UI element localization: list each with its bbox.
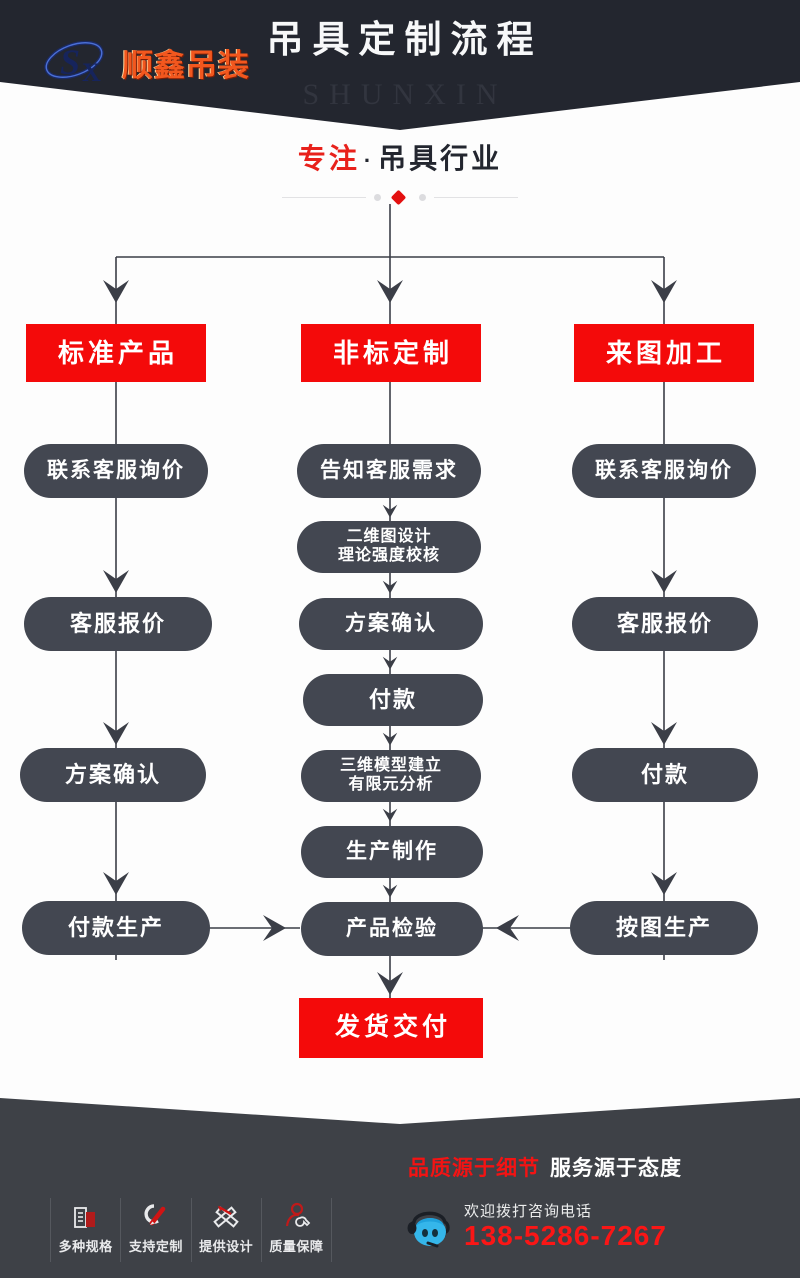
step-drawing-3[interactable]: 付款 <box>572 748 758 802</box>
step-standard-4[interactable]: 付款生产 <box>22 901 210 955</box>
feature-item-quality[interactable]: 质量保障 <box>262 1198 332 1262</box>
footer-slogan-red: 品质源于细节 <box>408 1157 540 1180</box>
feature-label-specs: 多种规格 <box>58 1239 113 1254</box>
headset-support-icon <box>404 1202 456 1254</box>
slogan-highlight: 专注 <box>297 143 360 174</box>
main-slogan: 专注·吊具行业 <box>0 142 800 178</box>
gear-pencil-icon <box>141 1198 171 1234</box>
step-standard-3[interactable]: 方案确认 <box>20 748 206 802</box>
divider-line-left <box>282 197 366 198</box>
step-custom-2[interactable]: 二维图设计 理论强度校核 <box>297 521 481 573</box>
final-delivery-node[interactable]: 发货交付 <box>299 998 483 1058</box>
feature-item-custom[interactable]: 支持定制 <box>121 1198 192 1262</box>
step-drawing-4[interactable]: 按图生产 <box>570 901 758 955</box>
decorative-divider <box>282 189 518 206</box>
phone-hint-text: 欢迎拨打咨询电话 <box>464 1203 593 1220</box>
ruler-triangle-icon <box>211 1198 241 1234</box>
svg-text:S: S <box>60 42 80 82</box>
divider-dot-right-icon <box>419 194 426 201</box>
step-drawing-2[interactable]: 客服报价 <box>572 597 758 651</box>
page-title: 吊具定制流程 <box>266 19 543 60</box>
step-custom-4[interactable]: 付款 <box>303 674 483 726</box>
step-standard-2[interactable]: 客服报价 <box>24 597 212 651</box>
contact-block[interactable]: 欢迎拨打咨询电话 138-5286-7267 <box>404 1198 794 1260</box>
brand-logo: S X 顺鑫吊装 <box>42 32 292 92</box>
branch-head-standard[interactable]: 标准产品 <box>26 324 206 382</box>
feature-item-specs[interactable]: 多种规格 <box>50 1198 122 1262</box>
brand-name: 顺鑫吊装 <box>122 47 250 83</box>
divider-dot-left-icon <box>374 194 381 201</box>
divider-line-right <box>434 197 518 198</box>
step-custom-6[interactable]: 生产制作 <box>301 826 483 878</box>
page-footer <box>0 1098 800 1278</box>
person-wrench-icon <box>281 1198 311 1234</box>
footer-slogan: 品质源于细节服务源于态度 <box>408 1152 788 1182</box>
feature-label-quality: 质量保障 <box>269 1239 324 1254</box>
flow-diagram: 标准产品 联系客服询价 客服报价 方案确认 付款生产 非标定制 告知客服需求 二… <box>20 204 758 1058</box>
feature-label-custom: 支持定制 <box>128 1239 183 1254</box>
step-custom-1[interactable]: 告知客服需求 <box>297 444 481 498</box>
branch-head-drawing[interactable]: 来图加工 <box>574 324 754 382</box>
step-custom-5[interactable]: 三维模型建立 有限元分析 <box>301 750 481 802</box>
sx-monogram-icon: S X <box>42 34 120 90</box>
step-drawing-1[interactable]: 联系客服询价 <box>572 444 756 498</box>
building-icon <box>71 1198 101 1234</box>
step-custom-7[interactable]: 产品检验 <box>301 902 483 956</box>
slogan-separator-dot: · <box>363 148 375 173</box>
slogan-rest: 吊具行业 <box>378 143 503 174</box>
footer-slogan-white: 服务源于态度 <box>550 1157 682 1180</box>
step-standard-1[interactable]: 联系客服询价 <box>24 444 208 498</box>
step-custom-3[interactable]: 方案确认 <box>299 598 483 650</box>
phone-number[interactable]: 138-5286-7267 <box>464 1220 667 1251</box>
brand-watermark-en: SHUNXIN <box>302 78 508 111</box>
feature-list: 多种规格 支持定制 提供设计 <box>50 1198 332 1262</box>
feature-label-design: 提供设计 <box>199 1239 254 1254</box>
feature-item-design[interactable]: 提供设计 <box>192 1198 262 1262</box>
svg-text:X: X <box>82 58 101 87</box>
branch-head-custom[interactable]: 非标定制 <box>301 324 481 382</box>
